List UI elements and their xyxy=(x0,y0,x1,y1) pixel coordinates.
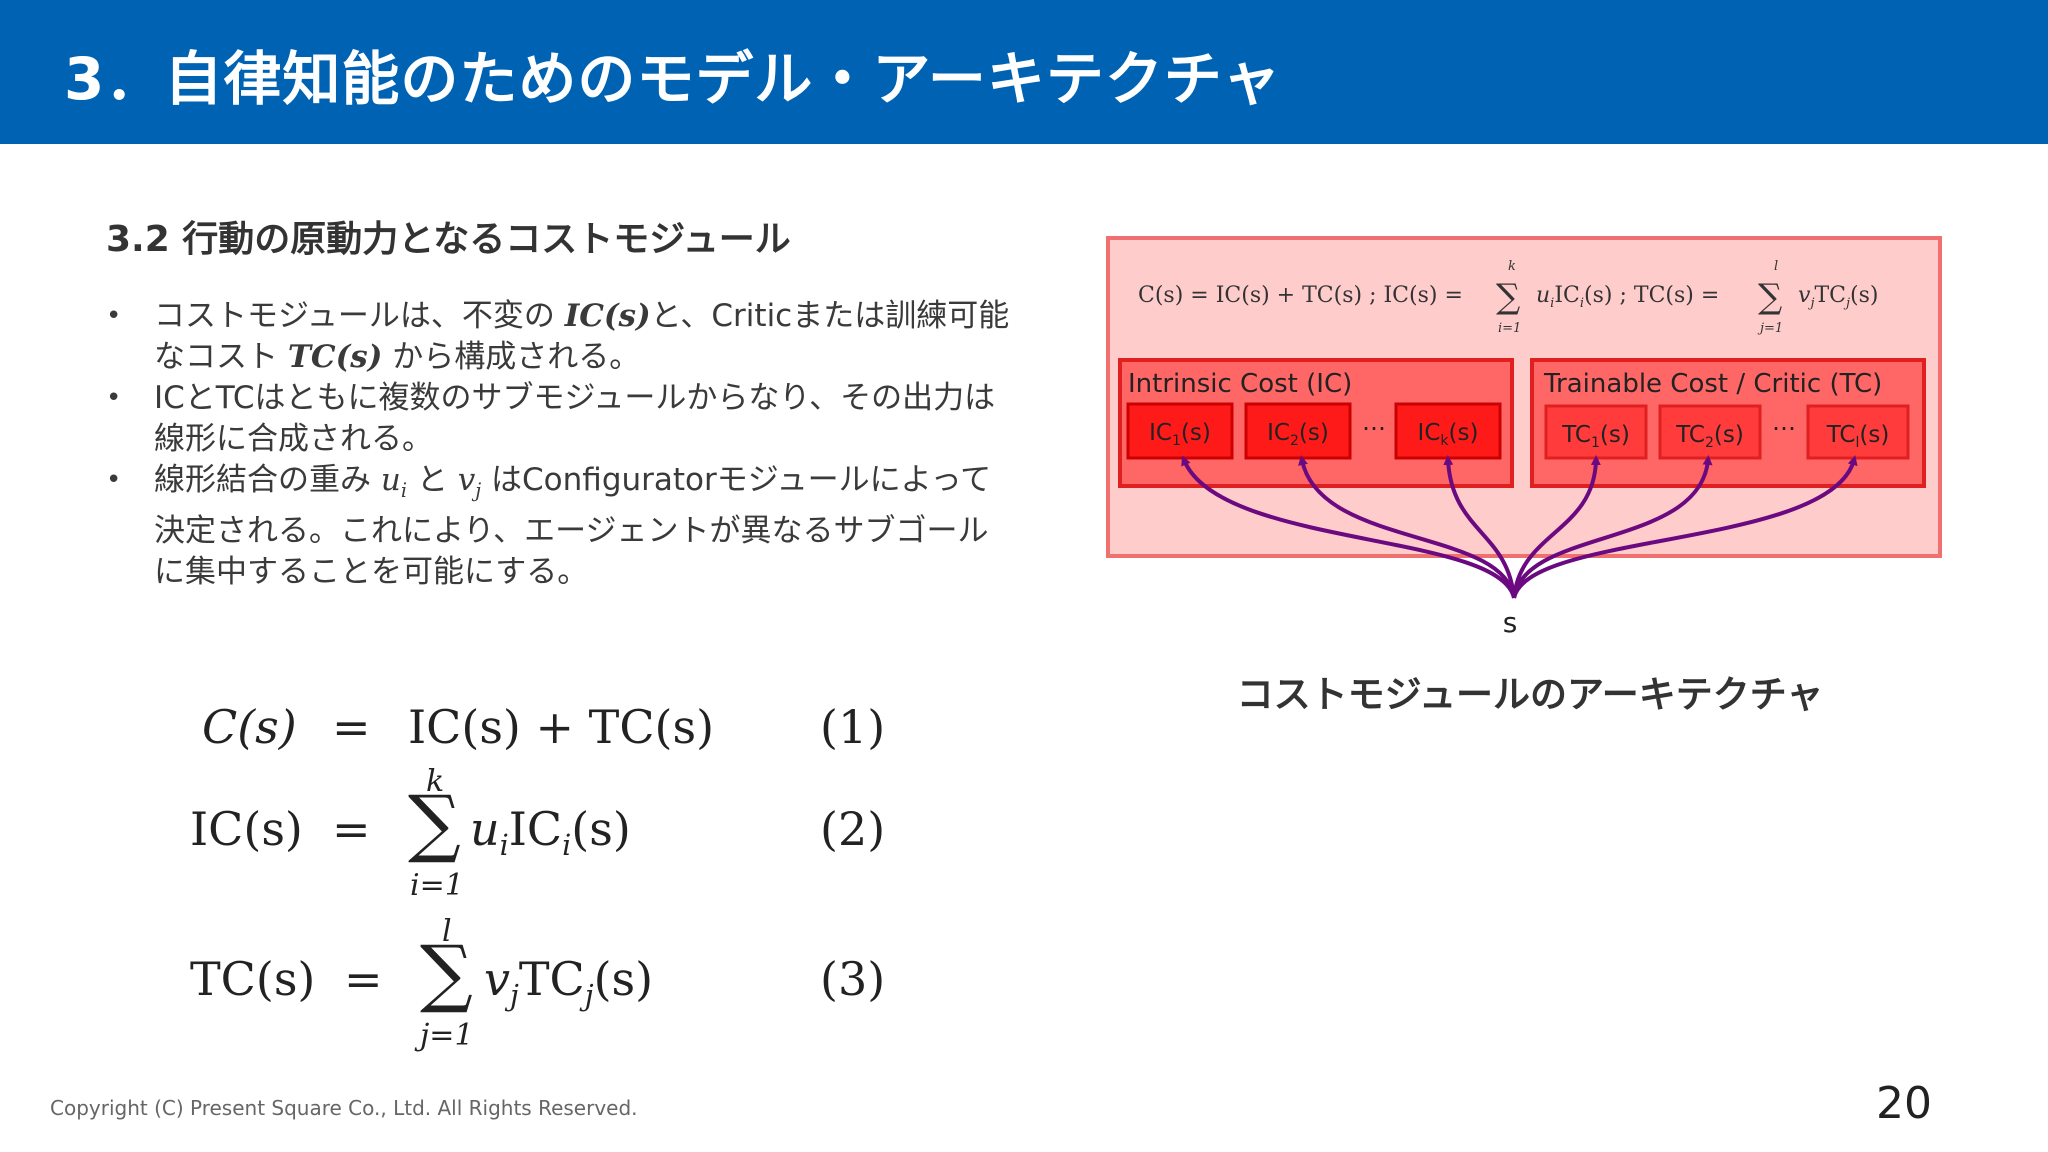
bullet-text: コストモジュールは、不変の xyxy=(154,298,565,334)
sum-symbol: ∑ xyxy=(1758,277,1782,317)
eq-sign: = xyxy=(332,802,371,856)
formula-term: vjTCj(s) xyxy=(1798,283,1878,311)
arrow-to-ic2 xyxy=(1298,455,1516,599)
formula-part: C(s) = IC(s) + TC(s) ; IC(s) = xyxy=(1138,283,1463,308)
sum-lower: i=1 xyxy=(410,868,464,903)
arrow-to-tcl xyxy=(1512,455,1858,599)
ic-box-2 xyxy=(1244,402,1352,460)
eq-lhs: TC(s) xyxy=(190,952,316,1006)
bullet-text: から構成される。 xyxy=(382,339,641,375)
arrow-to-ic1 xyxy=(1181,455,1516,599)
equation-2: IC(s) = k ∑ i=1 uiICi(s) (2) xyxy=(180,764,900,903)
bullet-text: と、Criticまたは訓練可能なコスト xyxy=(154,298,1010,375)
sum-symbol: ∑ xyxy=(1496,277,1520,317)
math-u: ui xyxy=(380,462,407,503)
sum-symbol: ∑ xyxy=(408,780,461,866)
bullet-text: と xyxy=(406,462,458,498)
diagram-formula: C(s) = IC(s) + TC(s) ; IC(s) = k ∑ i=1 u… xyxy=(1138,259,1878,336)
bullet-list: • コストモジュールは、不変の IC(s)と、Criticまたは訓練可能なコスト… xyxy=(106,296,1016,593)
sum-upper: l xyxy=(1774,259,1778,274)
tc-group-label: Trainable Cost / Critic (TC) xyxy=(1543,369,1882,399)
eq-sign: = xyxy=(344,952,383,1006)
slide-title: 3．自律知能のためのモデル・アーキテクチャ xyxy=(64,45,1282,113)
sum-symbol: ∑ xyxy=(420,930,473,1016)
tc-box-label: TCl(s) xyxy=(1826,422,1890,451)
equation-1: C(s) = IC(s) + TC(s) (1) xyxy=(180,700,900,760)
ic-group-label: Intrinsic Cost (IC) xyxy=(1128,369,1352,399)
formula-term: uiICi(s) ; TC(s) = xyxy=(1536,283,1719,311)
sum-upper: l xyxy=(442,914,452,949)
eq-rhs: uiICi(s) xyxy=(470,802,631,863)
sum-lower: j=1 xyxy=(420,1018,474,1053)
bullet-item: • コストモジュールは、不変の IC(s)と、Criticまたは訓練可能なコスト… xyxy=(106,296,1016,378)
eq-lhs: IC(s) xyxy=(190,802,303,856)
arrow-to-ick xyxy=(1443,455,1516,599)
eq-number: (3) xyxy=(820,952,886,1006)
cost-module-diagram: C(s) = IC(s) + TC(s) ; IC(s) = k ∑ i=1 u… xyxy=(1106,236,1942,639)
sum-upper: k xyxy=(426,764,445,799)
tc-ellipsis: … xyxy=(1772,408,1796,436)
arrow-to-tc1 xyxy=(1512,455,1601,599)
bullet-text: はConfiguratorモジュールによって決定される。これにより、エージェント… xyxy=(154,462,992,591)
ic-box-label: ICk(s) xyxy=(1418,420,1479,449)
sum-upper: k xyxy=(1508,259,1516,274)
bullet-item: • 線形結合の重み ui と vj はConfiguratorモジュールによって… xyxy=(106,460,1016,593)
sum-lower: j=1 xyxy=(1757,321,1783,336)
ic-ellipsis: … xyxy=(1362,408,1386,436)
equations-block: C(s) = IC(s) + TC(s) (1) IC(s) = k ∑ i=1… xyxy=(180,690,900,1070)
ic-box-label: IC1(s) xyxy=(1149,420,1211,449)
state-label: s xyxy=(1503,606,1518,639)
tc-box-label: TC2(s) xyxy=(1675,422,1744,451)
bullet-text: ICとTCはともに複数のサブモジュールからなり、その出力は線形に合成される。 xyxy=(154,380,996,457)
math-tc: TC(s) xyxy=(287,339,383,375)
diagram-caption: コストモジュールのアーキテクチャ xyxy=(1236,673,1824,716)
ic-box-1 xyxy=(1126,402,1234,460)
page-number: 20 xyxy=(1876,1078,1932,1129)
section-subtitle: 3.2 行動の原動力となるコストモジュール xyxy=(106,219,791,260)
tc-box-l xyxy=(1806,404,1910,460)
eq-rhs: IC(s) + TC(s) xyxy=(408,700,715,754)
copyright-text: Copyright (C) Present Square Co., Ltd. A… xyxy=(50,1096,638,1120)
slide-header: 3．自律知能のためのモデル・アーキテクチャ xyxy=(0,0,2048,144)
eq-rhs: vjTCj(s) xyxy=(484,952,654,1013)
sum-lower: i=1 xyxy=(1498,321,1521,336)
bullet-text: 線形結合の重み xyxy=(154,462,381,498)
eq-lhs: C(s) xyxy=(202,700,297,754)
eq-number: (1) xyxy=(820,700,886,754)
bullet-item: • ICとTCはともに複数のサブモジュールからなり、その出力は線形に合成される。 xyxy=(106,378,1016,460)
eq-number: (2) xyxy=(820,802,886,856)
ic-box-label: IC2(s) xyxy=(1267,420,1329,449)
bullet-dot: • xyxy=(106,465,122,495)
tc-box-label: TC1(s) xyxy=(1561,422,1630,451)
math-ic: IC(s) xyxy=(564,298,651,334)
eq-sign: = xyxy=(332,700,371,754)
arrows-group xyxy=(1181,455,1858,599)
math-v: vj xyxy=(457,462,482,503)
equation-3: TC(s) = l ∑ j=1 vjTCj(s) (3) xyxy=(180,914,900,1053)
bullet-dot: • xyxy=(106,383,122,413)
arrow-to-tc2 xyxy=(1512,455,1713,599)
bullet-dot: • xyxy=(106,301,122,331)
